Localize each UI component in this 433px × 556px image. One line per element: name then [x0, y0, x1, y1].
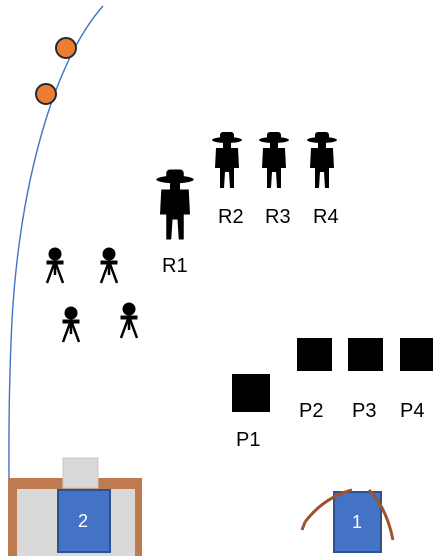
- label-r1: R1: [162, 255, 188, 277]
- label-r4: R4: [313, 206, 339, 228]
- figure-r1-icon: [156, 169, 194, 240]
- track-marker-upper: [55, 37, 77, 59]
- brown-arc-left-tail: [300, 521, 307, 531]
- figure-r4-icon: [307, 132, 337, 188]
- small-figure-icon: [99, 247, 119, 284]
- brown-arc-right: [367, 488, 395, 541]
- small-figure-icon: [45, 247, 65, 284]
- box-1-label: 1: [352, 512, 362, 532]
- square-p2: [297, 338, 332, 371]
- label-p4: P4: [400, 400, 424, 422]
- figure-r3-icon: [259, 132, 289, 188]
- square-p3: [348, 338, 383, 371]
- small-figure-icon: [119, 302, 139, 339]
- label-r2: R2: [218, 206, 244, 228]
- square-p1: [232, 374, 270, 412]
- label-p3: P3: [352, 400, 376, 422]
- box-2: [57, 489, 111, 553]
- square-p4: [400, 338, 433, 371]
- small-figure-icon: [61, 306, 81, 343]
- curved-track-line: [8, 5, 104, 481]
- box-1: [333, 491, 382, 553]
- label-p1: P1: [236, 429, 260, 451]
- figure-r2-icon: [212, 132, 242, 188]
- brown-arc-left: [303, 488, 353, 523]
- label-r3: R3: [265, 206, 291, 228]
- track-marker-lower: [35, 83, 57, 105]
- station-top-block: [62, 457, 99, 489]
- label-p2: P2: [299, 400, 323, 422]
- box-2-label: 2: [78, 511, 88, 531]
